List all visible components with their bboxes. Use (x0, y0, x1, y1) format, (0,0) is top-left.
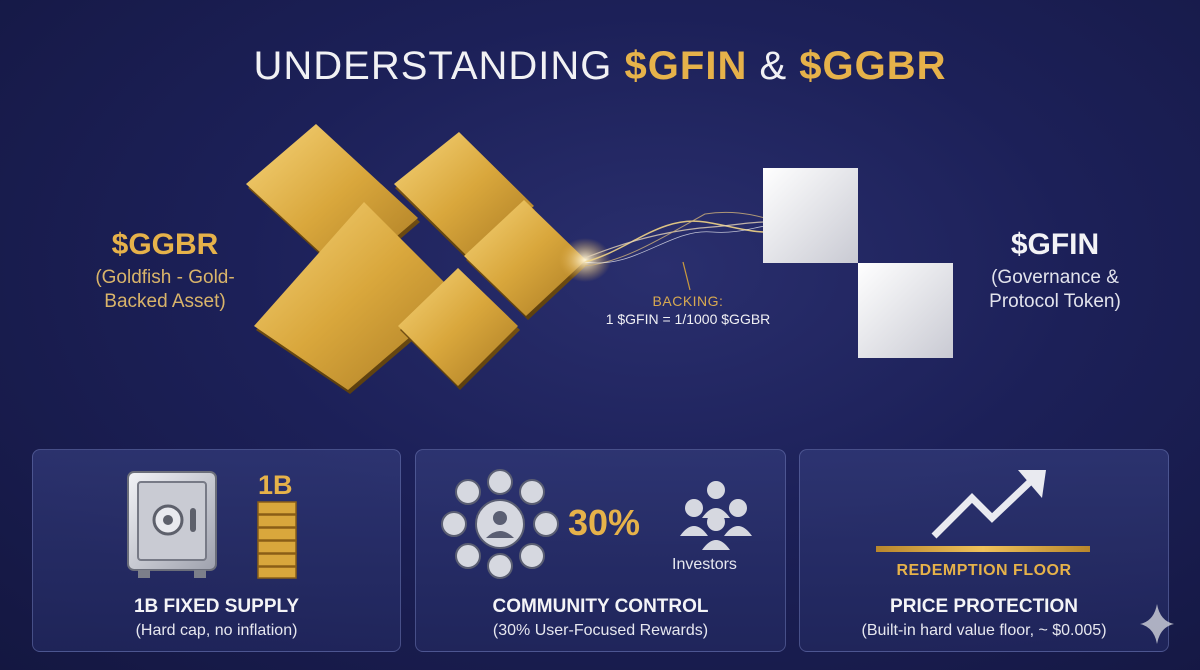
backing-ratio: BACKING: 1 $GFIN = 1/1000 $GGBR (605, 293, 771, 327)
page-title: UNDERSTANDING $GFIN & $GGBR (253, 44, 947, 88)
card-subtitle: (Hard cap, no inflation) (135, 622, 298, 639)
redemption-floor-label: REDEMPTION FLOOR (896, 562, 1072, 579)
fixed-supply-card: 1B FIXED SUPPLY (Hard cap, no inflation) (32, 449, 401, 652)
investors-icon (680, 481, 752, 550)
gfin-name: $GFIN (1010, 228, 1100, 261)
community-icon (441, 469, 559, 579)
gfin-token-label: $GFIN (Governance & Protocol Token) (960, 228, 1150, 314)
gfin-desc: (Governance & Protocol Token) (989, 267, 1121, 312)
silver-blocks-icon (763, 168, 953, 358)
sparkle-icon (1140, 604, 1174, 644)
card-subtitle: (Built-in hard value floor, ~ $0.005) (861, 622, 1107, 639)
investors-label: Investors (672, 556, 737, 573)
community-percent: 30% (568, 502, 641, 543)
supply-badge: 1B (258, 470, 293, 500)
ggbr-name: $GGBR (111, 228, 219, 261)
card-title: 1B FIXED SUPPLY (133, 596, 300, 617)
card-title: PRICE PROTECTION (890, 596, 1078, 617)
ggbr-token-label: $GGBR (Goldfish - Gold- Backed Asset) (70, 228, 260, 314)
gold-stack-icon (257, 501, 297, 579)
card-title: COMMUNITY CONTROL (492, 596, 709, 617)
vault-icon (127, 471, 217, 578)
ggbr-desc: (Goldfish - Gold- Backed Asset) (95, 267, 235, 312)
backing-swirl-icon (559, 211, 766, 291)
trend-arrow-icon (931, 470, 1046, 539)
redemption-floor-bar (876, 546, 1090, 552)
gold-bars-icon (246, 124, 588, 394)
card-subtitle: (30% User-Focused Rewards) (492, 622, 709, 639)
